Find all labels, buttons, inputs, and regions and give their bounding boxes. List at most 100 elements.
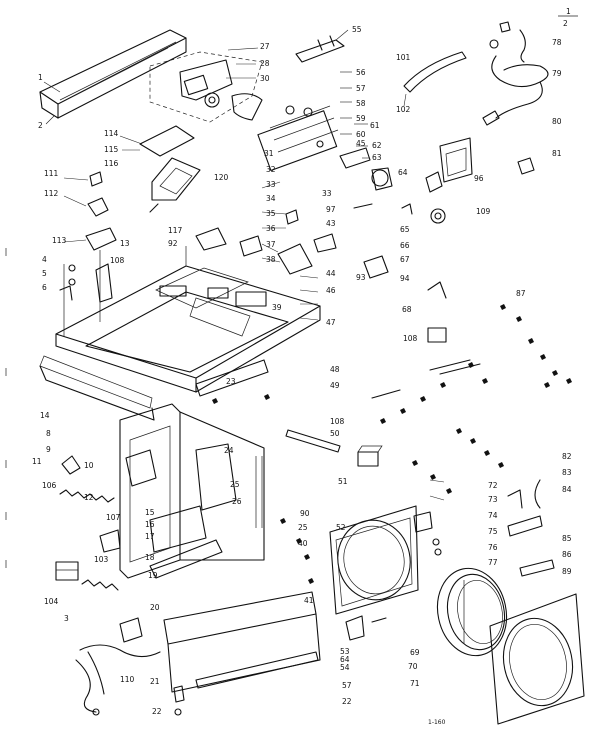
callout-60: 60	[356, 130, 366, 139]
callout-112: 112	[44, 189, 59, 198]
callout-51: 51	[338, 477, 348, 486]
callout-39: 39	[272, 303, 282, 312]
callout-106: 106	[42, 481, 57, 490]
callout-72: 72	[488, 481, 498, 490]
callout-75: 75	[488, 527, 498, 536]
callout-33: 33	[266, 180, 276, 189]
callout-59: 59	[356, 114, 366, 123]
callout-36: 36	[266, 224, 276, 233]
callout-labels: 1 2 2 3 4 5 6 8 9 10 11 12 13 14 15 16 1…	[32, 19, 572, 716]
control-console-bracket	[149, 47, 263, 123]
callout-38: 38	[266, 255, 276, 264]
callout-43: 43	[326, 219, 336, 228]
callout-2: 2	[38, 121, 43, 130]
cabinet-body	[39, 246, 321, 421]
callout-46: 46	[326, 286, 336, 295]
callout-108-mid: 108	[330, 417, 345, 426]
callout-48: 48	[330, 365, 340, 374]
callout-57-bottom: 57	[342, 681, 352, 690]
callout-94: 94	[400, 274, 410, 283]
callout-97: 97	[326, 205, 336, 214]
callout-108-left: 108	[110, 256, 125, 265]
callout-19: 19	[148, 571, 158, 580]
callout-28: 28	[260, 59, 270, 68]
callout-104: 104	[44, 597, 59, 606]
callout-16: 16	[145, 520, 155, 529]
water-valve-assembly	[257, 29, 393, 191]
callout-52: 52	[336, 523, 346, 532]
callout-62: 62	[372, 141, 382, 150]
right-small-parts	[353, 137, 535, 467]
callout-17: 17	[145, 532, 155, 541]
callout-8: 8	[46, 429, 51, 438]
callout-89: 89	[562, 567, 572, 576]
callout-25: 25	[230, 480, 240, 489]
callout-85: 85	[562, 534, 572, 543]
callout-37: 37	[266, 240, 276, 249]
callout-64: 64	[398, 168, 408, 177]
callout-64-bottom: 64	[340, 655, 350, 664]
callout-58: 58	[356, 99, 366, 108]
callout-4: 4	[42, 255, 47, 264]
callout-61: 61	[370, 121, 380, 130]
toe-panel	[163, 591, 321, 716]
callout-56: 56	[356, 68, 366, 77]
scattered-fasteners	[212, 304, 572, 584]
callout-23: 23	[226, 377, 236, 386]
callout-32: 32	[266, 165, 276, 174]
callout-103: 103	[94, 555, 109, 564]
callout-65: 65	[400, 225, 410, 234]
callout-15: 15	[145, 508, 155, 517]
callout-86: 86	[562, 550, 572, 559]
callout-66: 66	[400, 241, 410, 250]
callout-110: 110	[120, 675, 135, 684]
page-number-mark: 1	[558, 7, 578, 17]
left-leveler-parts	[59, 263, 113, 303]
callout-73: 73	[488, 495, 498, 504]
callout-30: 30	[260, 74, 270, 83]
callout-40: 40	[298, 539, 308, 548]
callout-108-right: 108	[403, 334, 418, 343]
callout-71: 71	[410, 679, 420, 688]
rear-bulkhead	[329, 505, 419, 641]
callout-20: 20	[150, 603, 160, 612]
callout-13: 13	[120, 239, 130, 248]
callout-115: 115	[104, 145, 119, 154]
footer-code: 1-160	[428, 719, 446, 726]
callout-76: 76	[488, 543, 498, 552]
middle-hardware	[195, 181, 389, 321]
callout-117: 117	[168, 226, 183, 235]
callout-84: 84	[562, 485, 572, 494]
callout-79: 79	[552, 69, 562, 78]
callout-114: 114	[104, 129, 119, 138]
door-ring	[436, 567, 508, 657]
callout-83: 83	[562, 468, 572, 477]
callout-70: 70	[408, 662, 418, 671]
callout-101: 101	[396, 53, 411, 62]
callout-63: 63	[372, 153, 382, 162]
callout-80: 80	[552, 117, 562, 126]
callout-25-right: 25	[298, 523, 308, 532]
callout-69: 69	[410, 648, 420, 657]
callout-111: 111	[44, 169, 59, 178]
callout-33-right: 33	[322, 189, 332, 198]
callout-50: 50	[330, 429, 340, 438]
spring-row	[59, 455, 119, 591]
callout-109: 109	[476, 207, 491, 216]
callout-6: 6	[42, 283, 47, 292]
motor	[55, 529, 121, 581]
door-hinge-parts	[413, 479, 445, 556]
callout-87: 87	[516, 289, 526, 298]
callout-82: 82	[562, 452, 572, 461]
left-small-parts	[63, 171, 117, 251]
callout-41: 41	[304, 596, 314, 605]
callout-68: 68	[402, 305, 412, 314]
callout-53: 53	[340, 647, 350, 656]
callout-96: 96	[474, 174, 484, 183]
callout-22-right: 22	[342, 697, 352, 706]
callout-14: 14	[40, 411, 50, 420]
callout-11: 11	[32, 457, 42, 466]
dispenser	[149, 157, 201, 213]
callout-49: 49	[330, 381, 340, 390]
callout-24: 24	[224, 446, 234, 455]
